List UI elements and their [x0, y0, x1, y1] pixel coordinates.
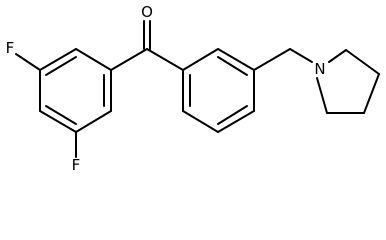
bond	[110, 48, 148, 71]
bond	[345, 49, 380, 75]
right-phenyl-ring	[182, 48, 255, 133]
aromatic-double-bond	[45, 105, 77, 125]
fluorine-atom-label-bottom: F	[72, 156, 81, 174]
bond	[75, 110, 112, 133]
molecule-structure: O F F N	[6, 3, 380, 174]
bond	[75, 48, 112, 71]
aromatic-double-bond	[217, 105, 248, 125]
aromatic-double-bond	[217, 56, 248, 76]
nitrogen-atom-label: N	[314, 60, 325, 78]
bond	[363, 73, 380, 114]
pyrrolidine-ring	[316, 49, 380, 114]
bond	[182, 48, 219, 71]
bond	[39, 110, 77, 133]
methylene-bond	[289, 48, 313, 63]
bond	[217, 48, 255, 71]
bond	[39, 48, 77, 71]
fluorine-bond-top	[15, 53, 41, 71]
bond	[217, 110, 255, 133]
bond	[182, 110, 219, 133]
bond	[328, 49, 347, 63]
methylene-bond	[253, 48, 291, 71]
aromatic-double-bond	[45, 56, 77, 76]
bond	[316, 77, 328, 114]
bond	[146, 48, 184, 71]
fluorine-atom-label-top: F	[6, 39, 15, 57]
oxygen-atom-label: O	[141, 3, 153, 21]
left-difluorophenyl-ring	[39, 48, 112, 133]
